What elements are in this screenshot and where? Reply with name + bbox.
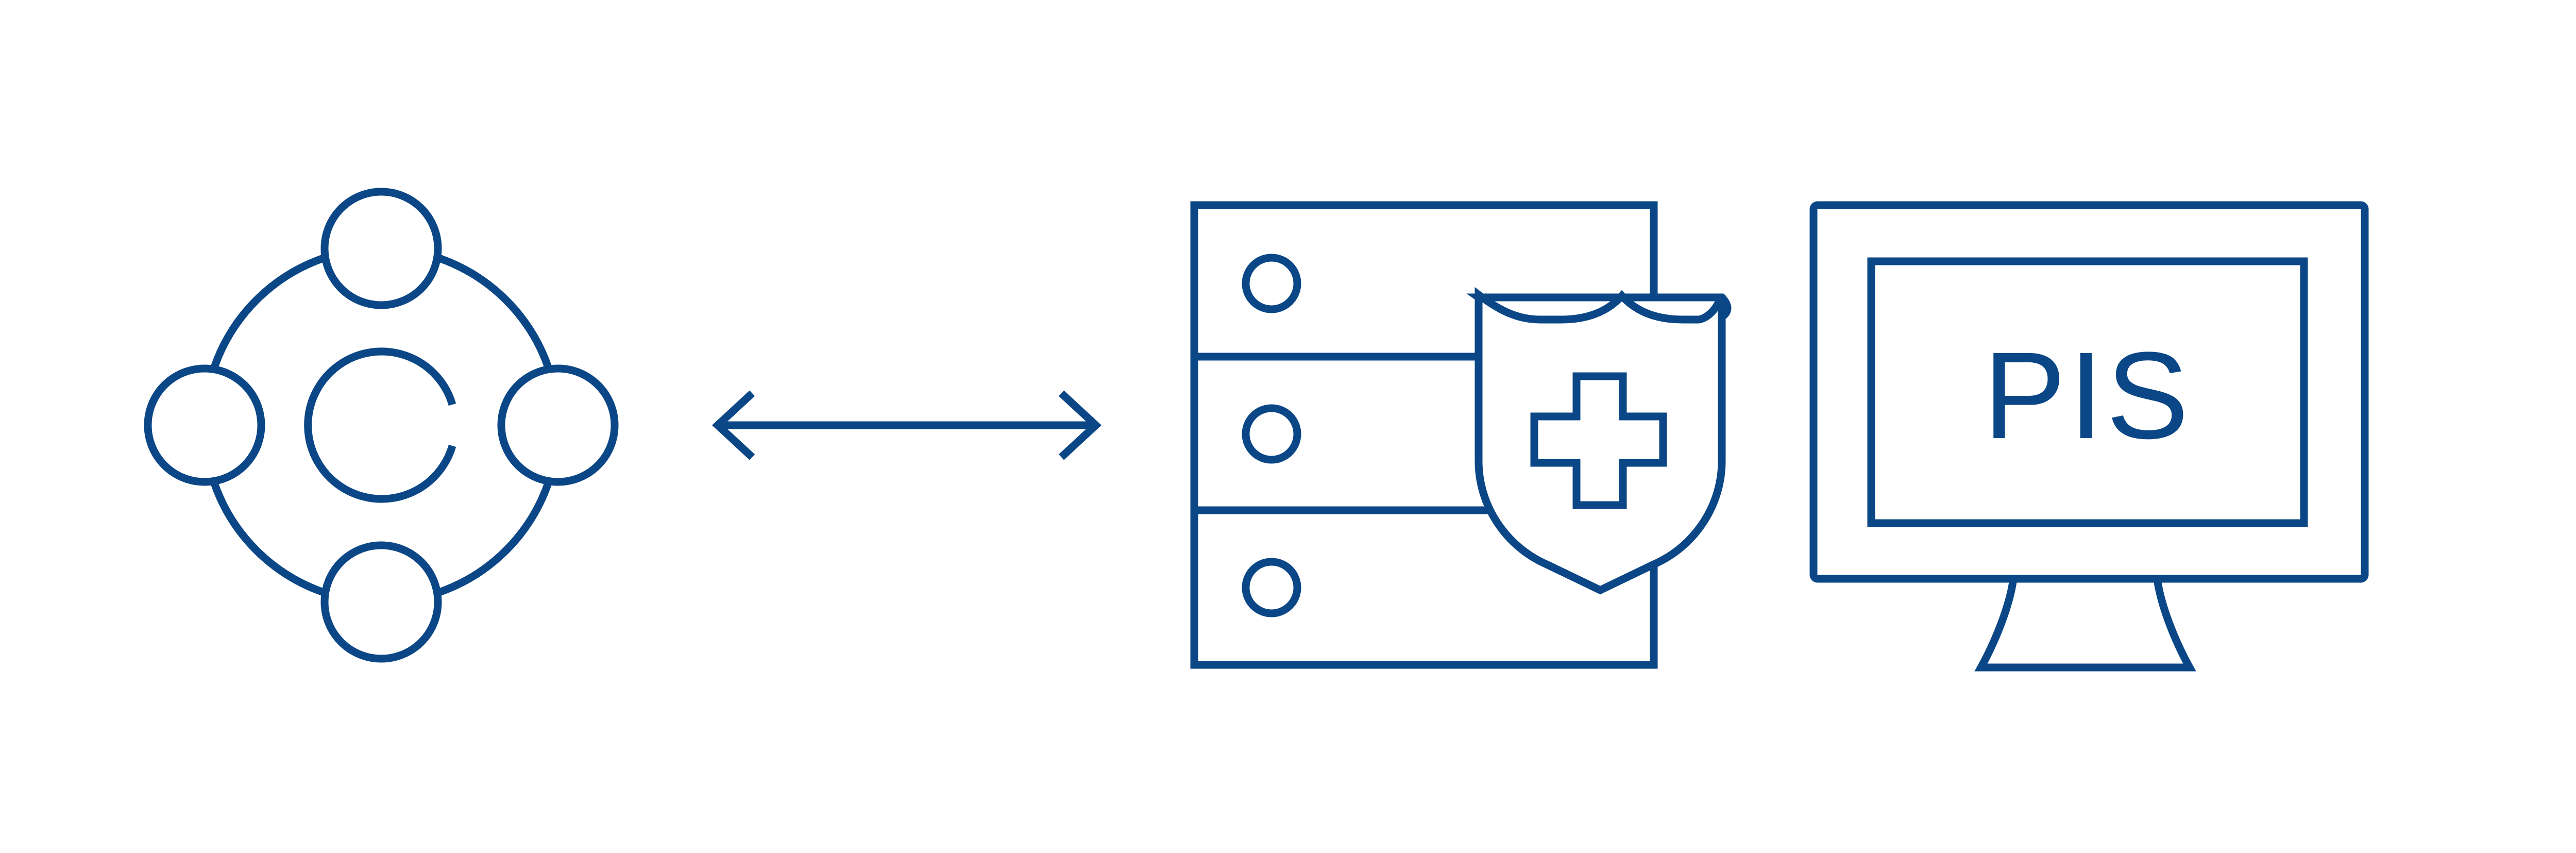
server-led-3 bbox=[1242, 558, 1301, 617]
network-node-top bbox=[320, 188, 442, 309]
shield-icon bbox=[1466, 287, 1732, 595]
server-led-2 bbox=[1242, 404, 1301, 464]
double-arrow-icon bbox=[711, 390, 1102, 460]
arrow-head-right bbox=[1058, 390, 1102, 460]
network-node-right bbox=[497, 364, 619, 486]
monitor-screen bbox=[1867, 257, 2308, 527]
medical-cross-icon bbox=[1530, 372, 1667, 509]
shield-body bbox=[1475, 287, 1726, 595]
arrow-head-left bbox=[711, 390, 755, 460]
monitor-icon: PIS bbox=[1809, 201, 2369, 672]
network-node-bottom bbox=[320, 541, 442, 663]
monitor-stand bbox=[1974, 578, 2196, 672]
monitor-bezel bbox=[1809, 201, 2369, 583]
network-cycle-icon bbox=[144, 188, 619, 663]
cycle-arrow-icon bbox=[304, 347, 456, 503]
network-node-left bbox=[144, 364, 265, 486]
server-shield-icon bbox=[1190, 201, 1732, 669]
monitor-screen-label: PIS bbox=[1984, 326, 2192, 464]
server-led-1 bbox=[1242, 254, 1301, 313]
